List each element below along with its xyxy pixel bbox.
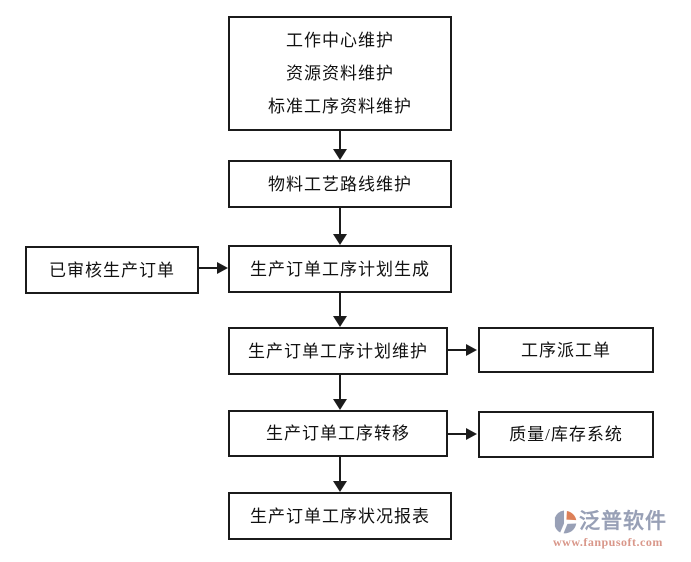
logo-url-text: www.fanpusoft.com (553, 535, 663, 549)
node-label: 生产订单工序转移 (266, 424, 410, 443)
fanpusoft-logo: 泛普软件 www.fanpusoft.com (553, 510, 691, 555)
arrowhead-right-icon (466, 428, 477, 440)
arrow-transfer-to-quality (448, 433, 467, 435)
node-label: 标准工序资料维护 (268, 97, 412, 116)
node-status-report: 生产订单工序状况报表 (228, 492, 452, 540)
node-label: 生产订单工序状况报表 (250, 506, 430, 526)
arrow-maintain-to-transfer (339, 375, 341, 399)
arrowhead-down-icon (333, 149, 347, 160)
node-label: 质量/库存系统 (509, 425, 623, 444)
node-label: 资源资料维护 (286, 64, 394, 83)
node-process-transfer: 生产订单工序转移 (228, 410, 448, 457)
node-approved-order: 已审核生产订单 (25, 246, 199, 294)
fanpu-logo-icon (554, 510, 577, 534)
logo-name-text: 泛普软件 (579, 510, 667, 533)
node-label: 工序派工单 (521, 340, 611, 360)
node-label: 工作中心维护 (286, 31, 394, 50)
node-dispatch-ticket: 工序派工单 (478, 327, 654, 373)
arrow-generate-to-maintain (339, 293, 341, 316)
node-quality-inventory: 质量/库存系统 (478, 411, 654, 458)
node-master-data: 工作中心维护 资源资料维护 标准工序资料维护 (228, 16, 452, 131)
node-label: 生产订单工序计划维护 (248, 341, 428, 361)
arrow-maintain-to-dispatch (448, 349, 467, 351)
arrowhead-down-icon (333, 316, 347, 327)
arrowhead-down-icon (333, 399, 347, 410)
node-plan-maintain: 生产订单工序计划维护 (228, 327, 448, 375)
arrow-approved-to-generate (199, 267, 218, 269)
node-label: 生产订单工序计划生成 (250, 259, 430, 279)
arrowhead-down-icon (333, 481, 347, 492)
arrow-routing-to-generate (339, 208, 341, 234)
node-label: 物料工艺路线维护 (268, 174, 412, 194)
arrowhead-down-icon (333, 234, 347, 245)
arrow-master-to-routing (339, 131, 341, 150)
arrowhead-right-icon (217, 262, 228, 274)
node-label: 已审核生产订单 (49, 260, 175, 280)
arrowhead-right-icon (466, 344, 477, 356)
arrow-transfer-to-report (339, 457, 341, 481)
node-routing: 物料工艺路线维护 (228, 160, 452, 208)
node-plan-generate: 生产订单工序计划生成 (228, 245, 452, 293)
